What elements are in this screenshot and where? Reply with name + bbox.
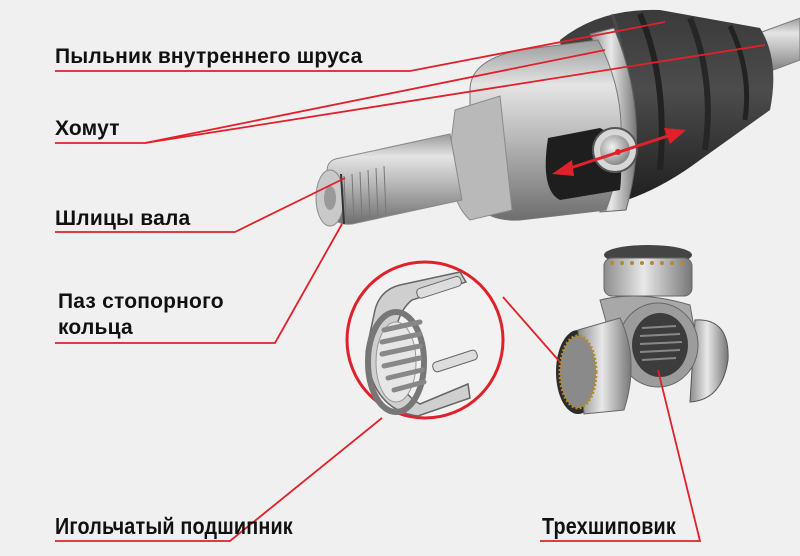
label-groove-line1: Паз стопорного [58,290,224,313]
label-tripod: Трехшиповик [542,513,676,539]
leader-clamp-2 [144,44,766,144]
leader-groove [55,223,343,344]
callout-lines [55,21,766,542]
label-boot: Пыльник внутреннего шруса [55,45,363,68]
shaft-splines [315,165,387,227]
leader-needle-bearing [502,296,561,363]
label-clamp: Хомут [55,117,120,140]
label-needle-bearing: Игольчатый подшипник [55,513,293,539]
travel-arrow [552,128,686,176]
leader-tripod [540,369,702,542]
tripod-illustration [556,245,729,415]
label-groove-line2: кольца [58,316,133,339]
leader-boot [55,21,666,72]
joint-housing [449,39,638,221]
needle-bearing-illustration [345,260,505,420]
label-splines: Шлицы вала [55,207,191,230]
leader-splines [55,177,346,233]
leader-needle [55,417,383,542]
